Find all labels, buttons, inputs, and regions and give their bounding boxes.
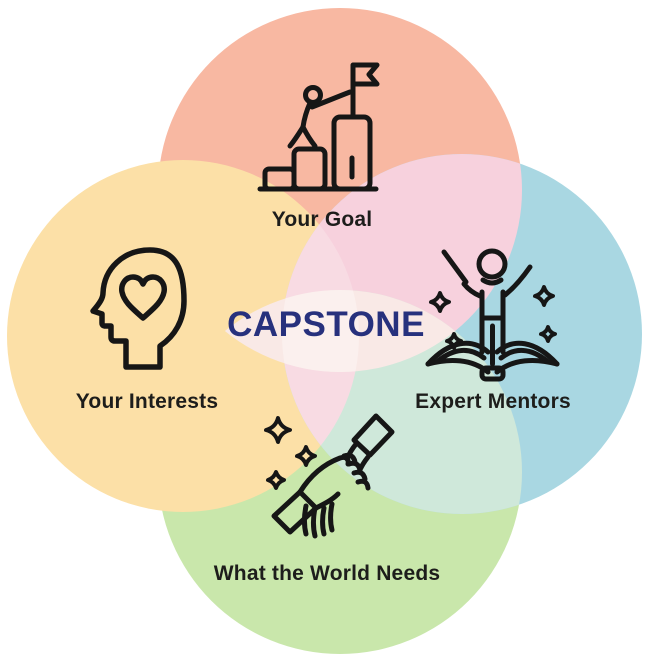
goal-climb-flag-icon bbox=[257, 62, 380, 192]
head-heart-icon bbox=[90, 247, 187, 370]
label-what-the-world-needs: What the World Needs bbox=[213, 562, 441, 585]
label-expert-mentors: Expert Mentors bbox=[415, 390, 571, 413]
center-title: CAPSTONE bbox=[227, 305, 425, 344]
label-your-goal: Your Goal bbox=[271, 208, 373, 231]
helping-hands-icon bbox=[264, 413, 395, 539]
circle-left-interests bbox=[7, 160, 359, 512]
mentor-book-icon bbox=[425, 248, 560, 382]
label-your-interests: Your Interests bbox=[75, 390, 219, 413]
